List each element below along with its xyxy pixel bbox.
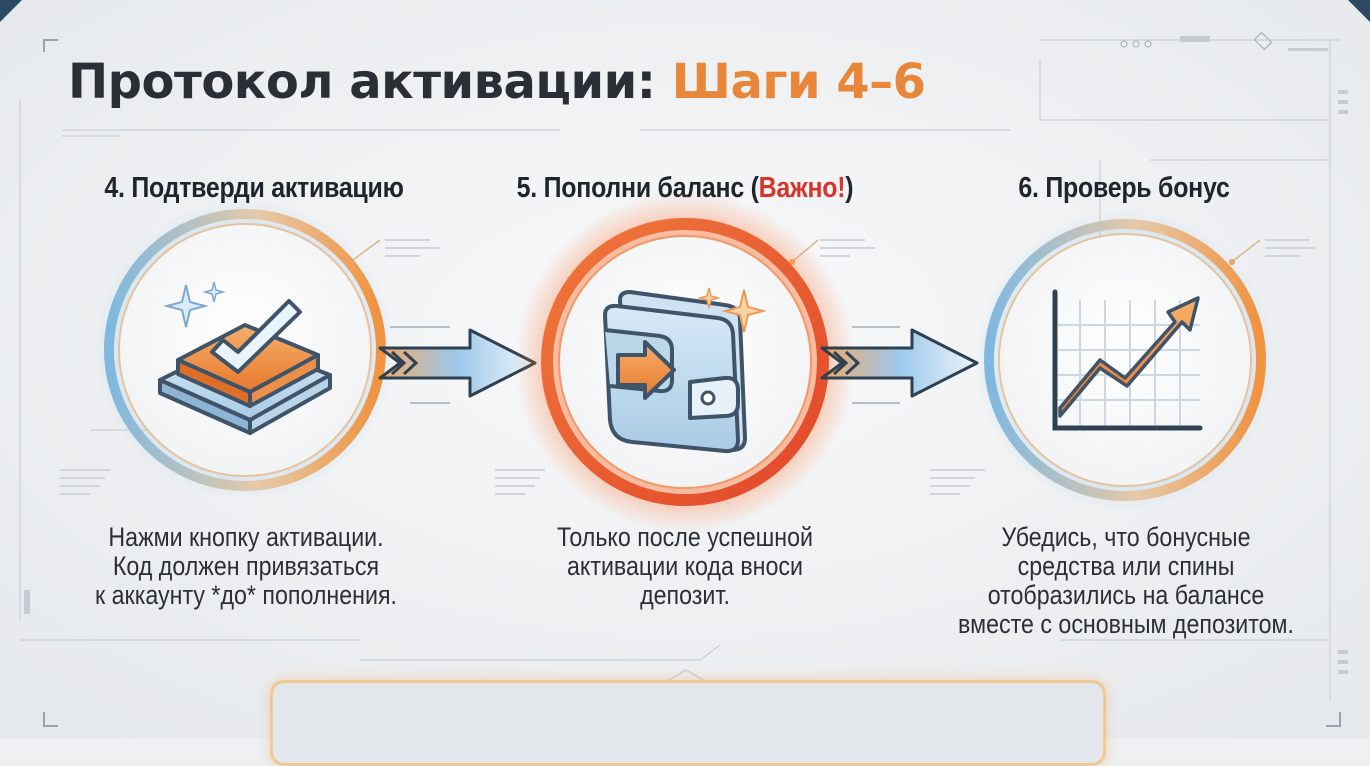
sparkle-icon-2 [697,287,767,333]
checkbox-check-icon [158,299,332,435]
steps-graphics [95,192,1275,532]
bottom-panel [270,680,1106,766]
desc-line: вместе с основным депозитом. [958,609,1294,639]
desc-line: Нажми кнопку активации. [108,522,384,552]
step-5-description: Только после успешной активации кода вно… [504,523,865,610]
arrow-step-4-to-5 [378,328,537,398]
title-main: Протокол активации: [68,54,656,110]
step-6-title: 6. Проверь бонус [1018,172,1230,204]
desc-line: Убедись, что бонусные [1001,522,1251,552]
step-5-title: 5. Пополни баланс (Важно!) [517,172,854,205]
desc-line: отобразились на балансе [987,580,1265,610]
desc-line: средства или спины [1017,551,1235,581]
arrow-step-5-to-6 [820,328,979,398]
important-label: Важно! [758,172,846,204]
desc-line: Только после успешной [556,522,814,552]
desc-line: активации кода вноси [566,551,804,581]
step-4-description: Нажми кнопку активации. Код должен привя… [65,523,426,610]
title-accent: Шаги 4–6 [671,54,926,110]
step-6-description: Убедись, что бонусные средства или спины… [945,523,1306,639]
wallet-icon [603,290,747,454]
step-5-title-suffix: ) [845,172,854,204]
growth-chart-icon [1052,289,1203,431]
page-title: Протокол активации: Шаги 4–6 [68,54,926,110]
desc-line: к аккаунту *до* пополнения. [95,580,397,610]
desc-line: депозит. [640,580,730,610]
step-6-circle [975,210,1275,510]
desc-line: Код должен привязаться [112,551,380,581]
step-4-title: 4. Подтверди активацию [104,172,404,204]
sparkle-icon [163,281,226,328]
